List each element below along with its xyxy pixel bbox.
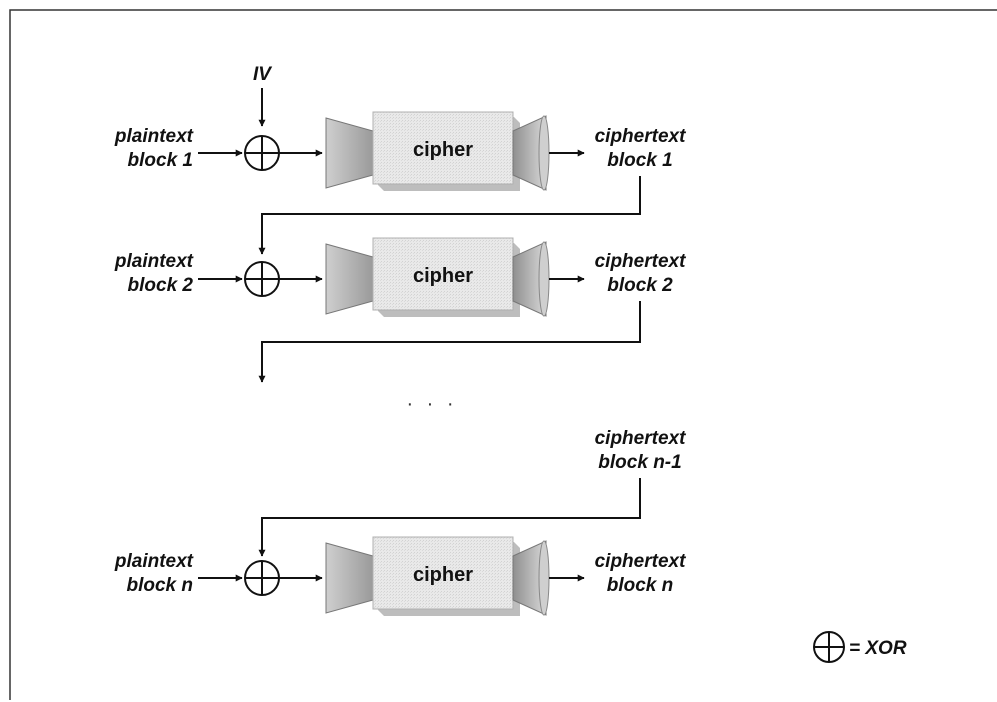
cipher-label-1: cipher [413, 139, 473, 161]
iv-label: IV [253, 64, 272, 85]
ciphertext-block-n-label-line2: block n [607, 575, 674, 596]
plaintext-block-1-label-line2: block 1 [128, 150, 193, 171]
plaintext-block-2-label-line1: plaintext [114, 251, 194, 272]
xor-symbol-n [244, 560, 280, 596]
ciphertext-block-2-label-line2: block 2 [607, 275, 673, 296]
plaintext-block-2-label-line2: block 2 [128, 275, 194, 296]
plaintext-block-1-label-line1: plaintext [114, 126, 194, 147]
ciphertext-block-1-label-line1: ciphertext [595, 126, 686, 147]
feedback-arrow-2 [258, 301, 641, 383]
plaintext-block-n-label-line2: block n [126, 575, 193, 596]
xor-legend: = XOR [813, 631, 907, 663]
row-2: plaintext block 2 cipher ciphertext bloc… [114, 237, 686, 317]
ellipsis: · · · [406, 393, 457, 415]
xor-legend-icon [813, 631, 845, 663]
ciphertext-block-n-1-label-line1: ciphertext [595, 428, 686, 449]
cipher-label-n: cipher [413, 564, 473, 586]
cipher-box-1: cipher [325, 111, 550, 191]
cipher-label-2: cipher [413, 265, 473, 287]
plaintext-block-n-label-line1: plaintext [114, 551, 194, 572]
ciphertext-block-n-label-line1: ciphertext [595, 551, 686, 572]
feedback-arrow-1 [258, 176, 641, 255]
cipher-box-2: cipher [325, 237, 550, 317]
row-n: plaintext block n cipher ciphertext bloc… [114, 536, 686, 616]
xor-legend-label: = XOR [849, 638, 907, 659]
ciphertext-block-1-label-line2: block 1 [607, 150, 672, 171]
row-1: plaintext block 1 cipher ciphertext bloc… [114, 111, 686, 191]
ciphertext-block-n-1-label-line2: block n-1 [598, 452, 681, 473]
frame-border [9, 9, 997, 700]
cipher-box-n: cipher [325, 536, 550, 616]
xor-symbol-2 [244, 261, 280, 297]
feedback-arrow-n [258, 478, 641, 557]
ciphertext-block-2-label-line1: ciphertext [595, 251, 686, 272]
xor-symbol-1 [244, 135, 280, 171]
